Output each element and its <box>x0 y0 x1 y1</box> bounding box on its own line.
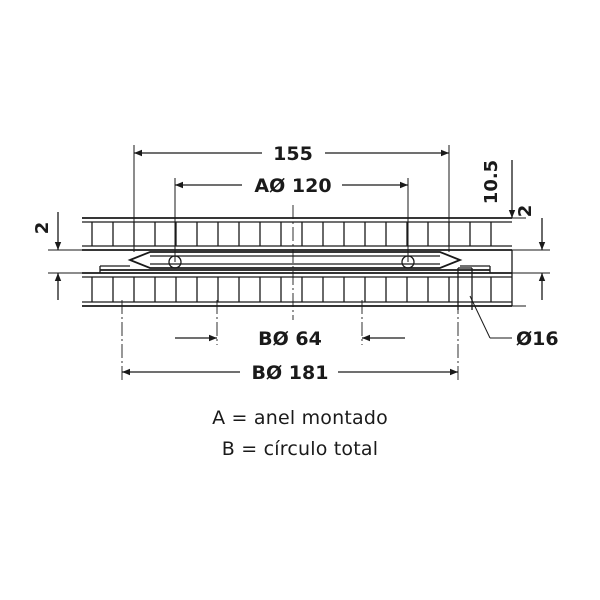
dimension-2-right: 2 <box>512 205 550 300</box>
dimension-a-120: AØ 120 <box>174 175 409 262</box>
centre-lines <box>121 205 459 380</box>
dimension-a-120-label: AØ 120 <box>254 175 331 197</box>
dimension-2-left-label: 2 <box>32 222 53 235</box>
dimension-2-left: 2 <box>32 212 82 300</box>
dimension-155-label: 155 <box>273 143 313 165</box>
dimension-10-5-label: 10.5 <box>481 160 502 204</box>
dimension-155: 155 <box>133 143 450 252</box>
legend-b: B = círculo total <box>221 438 379 460</box>
dimension-b-181-label: BØ 181 <box>252 362 329 384</box>
swivel-ring <box>99 251 491 273</box>
dimension-b-181: BØ 181 <box>122 362 458 384</box>
top-plate <box>82 217 512 251</box>
dimension-10-5: 10.5 <box>481 160 526 307</box>
dimension-2-right-label: 2 <box>515 205 536 218</box>
dimension-b-64: BØ 64 <box>175 328 405 350</box>
dimension-b-64-label: BØ 64 <box>258 328 322 350</box>
bottom-plate <box>82 272 512 307</box>
dimension-16-label: Ø16 <box>516 328 559 350</box>
legend-a: A = anel montado <box>212 407 388 429</box>
hole-section <box>457 267 512 339</box>
